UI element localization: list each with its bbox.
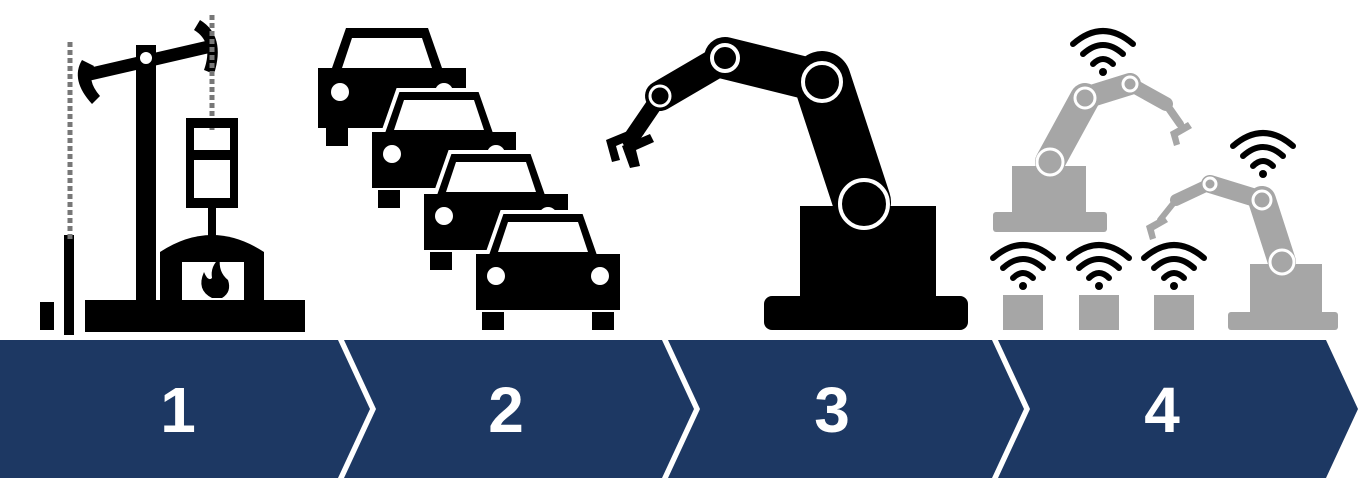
robot-arm-icon [606, 37, 968, 330]
stage-chevron-4 [998, 340, 1358, 478]
stage-number-4: 4 [1144, 374, 1180, 446]
wifi-icon [1230, 130, 1296, 178]
stage-number-3: 3 [814, 374, 850, 446]
stage-chevron-1 [0, 340, 370, 478]
wifi-icon [1070, 28, 1136, 76]
car-assembly-line-icon [318, 28, 624, 330]
steam-engine-icon [40, 15, 305, 335]
stage-number-2: 2 [488, 374, 524, 446]
stage-timeline: 1 2 3 4 [0, 340, 1358, 478]
wifi-icon [1141, 242, 1207, 290]
wifi-icon [1066, 242, 1132, 290]
fire-icon [201, 258, 230, 298]
illustrations [40, 15, 1338, 335]
wifi-icon [990, 242, 1056, 290]
car-icon [472, 210, 624, 330]
stage-chevron-3 [668, 340, 1024, 478]
connected-robots-wifi-icon [993, 73, 1338, 330]
stage-number-1: 1 [160, 374, 196, 446]
stage-chevron-2 [344, 340, 694, 478]
